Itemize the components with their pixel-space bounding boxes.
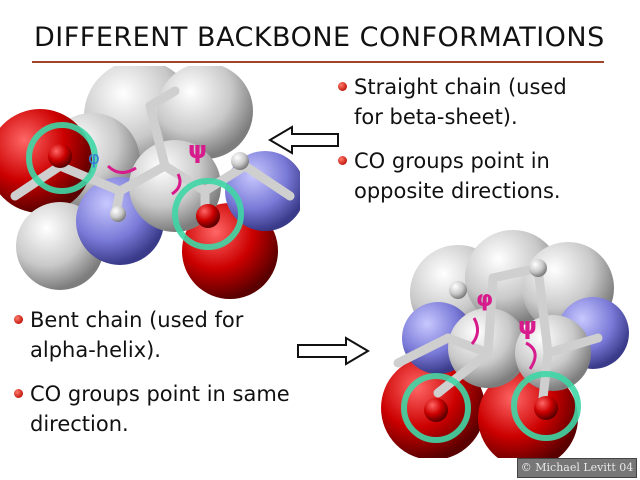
bullet-dot bbox=[338, 82, 347, 91]
bullet-co-same: CO groups point in same direction. bbox=[14, 379, 314, 439]
bullet-bent-chain: Bent chain (used for alpha-helix). bbox=[14, 305, 314, 365]
phi-label: φ bbox=[88, 148, 100, 169]
page-title: DIFFERENT BACKBONE CONFORMATIONS bbox=[34, 22, 605, 53]
copyright-credit: © Michael Levitt 04 bbox=[517, 458, 637, 478]
psi-label: ψ bbox=[188, 136, 207, 164]
left-arrow-icon bbox=[268, 125, 339, 155]
bullet-dot bbox=[338, 156, 347, 165]
alpha-helix-notes: Bent chain (used for alpha-helix). CO gr… bbox=[14, 305, 314, 439]
bullet-co-opposite: CO groups point in opposite directions. bbox=[338, 146, 634, 206]
alpha-helix-molecule: φ ψ bbox=[381, 230, 629, 458]
phi-label: φ bbox=[476, 287, 493, 312]
title-underline bbox=[32, 61, 604, 63]
beta-sheet-notes: Straight chain (used for beta-sheet). CO… bbox=[338, 72, 634, 206]
right-arrow-icon bbox=[297, 336, 370, 366]
bullet-straight-chain: Straight chain (used for beta-sheet). bbox=[338, 72, 634, 132]
beta-sheet-molecule: φ ψ bbox=[0, 66, 300, 299]
psi-label: ψ bbox=[518, 312, 537, 340]
bullet-dot bbox=[14, 315, 23, 324]
bullet-dot bbox=[14, 389, 23, 398]
